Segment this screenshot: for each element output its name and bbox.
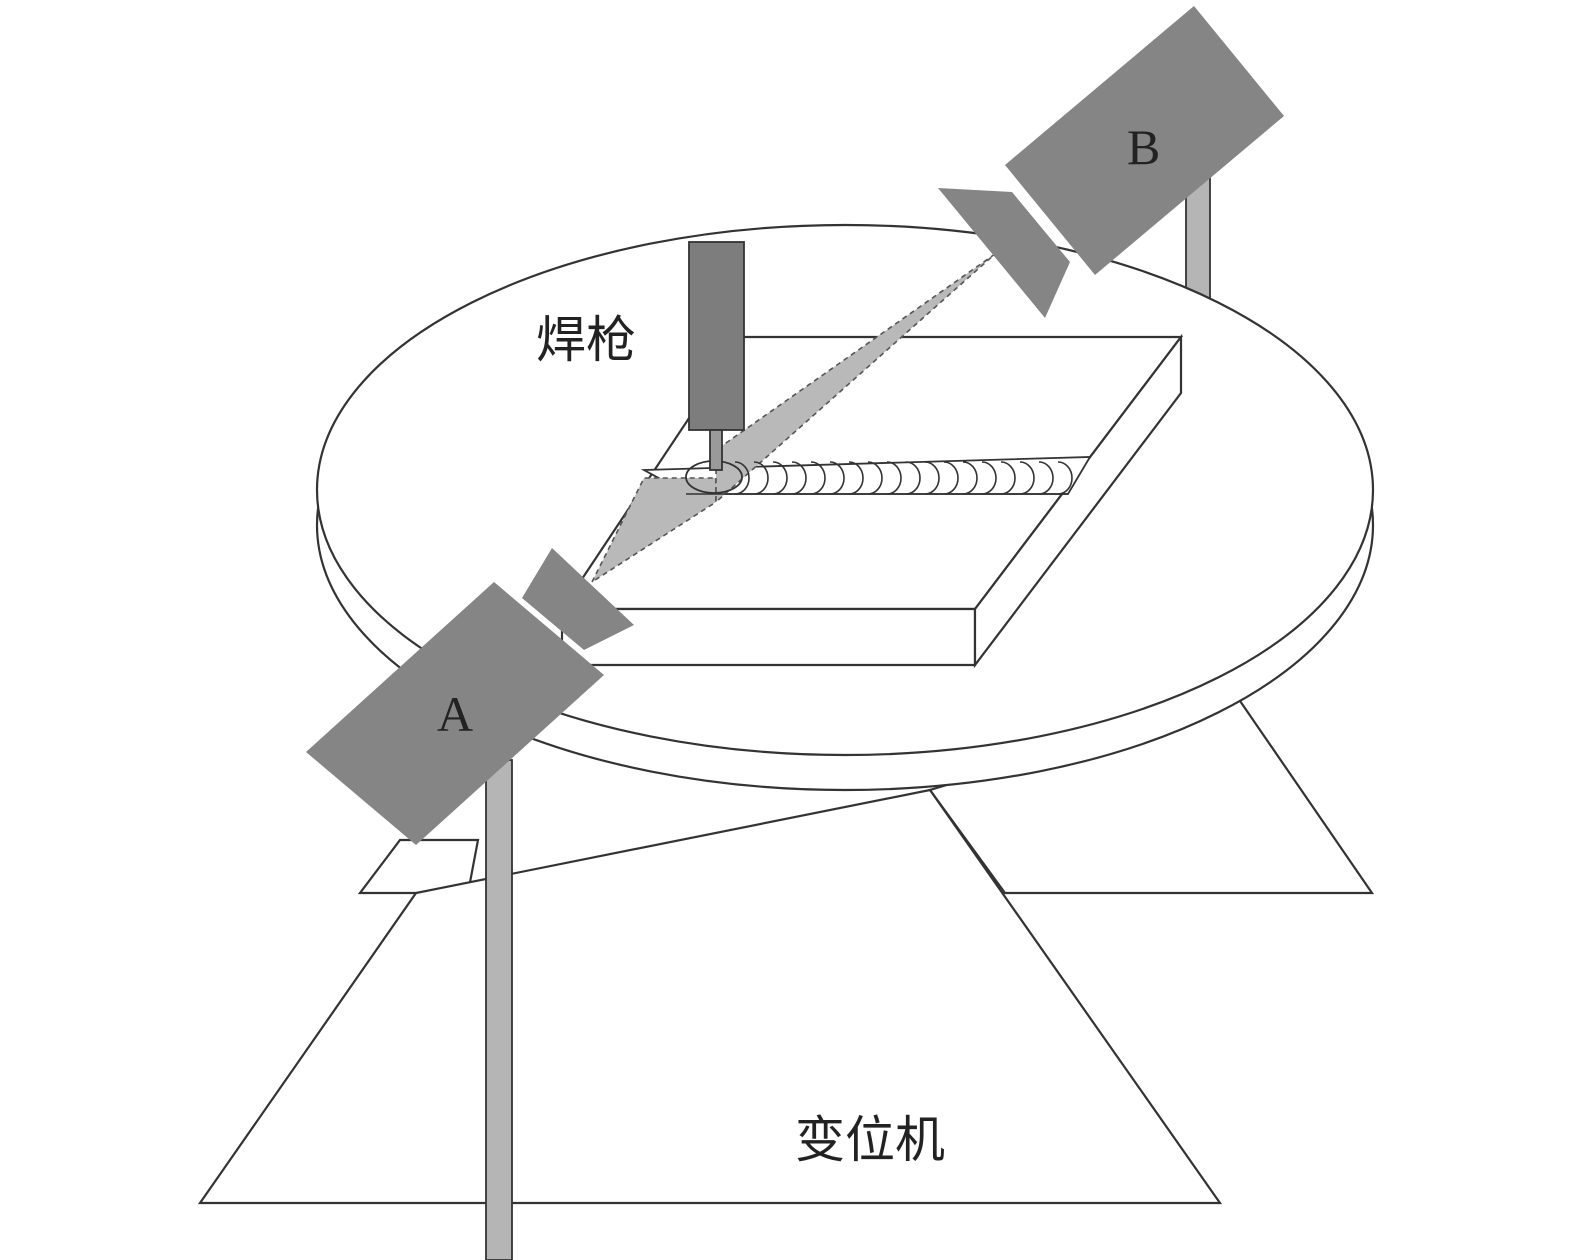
camera-a-field-of-view	[589, 477, 717, 585]
camera-b-field-of-view	[715, 253, 996, 504]
camera-a-video-camera-icon	[306, 548, 634, 845]
torch-label: 焊枪	[536, 311, 636, 369]
camera-a-stand	[485, 759, 513, 1260]
camera-b-label: B	[1127, 119, 1160, 175]
weld-bead	[685, 460, 1073, 495]
camera-a-label: A	[437, 686, 473, 742]
positioner-label: 变位机	[795, 1111, 945, 1169]
camera-b-video-camera-icon	[938, 6, 1284, 318]
positioner-base	[197, 788, 1223, 1205]
welding-torch-icon	[688, 241, 745, 471]
